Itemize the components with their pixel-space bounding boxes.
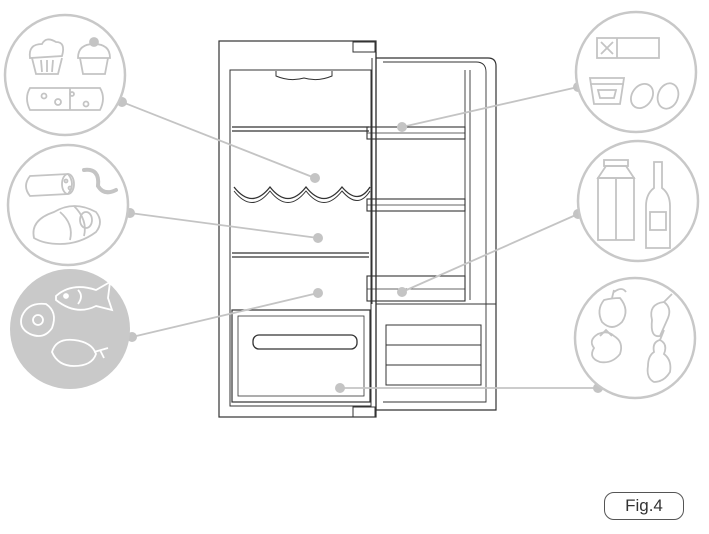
figure-label: Fig.4 bbox=[604, 492, 684, 520]
fridge-door bbox=[366, 52, 497, 411]
carton-bottle-icon bbox=[576, 139, 700, 263]
wine-rack bbox=[233, 185, 371, 200]
meat-fish-poultry-icon bbox=[10, 269, 130, 389]
fridge-cabinet bbox=[218, 40, 377, 418]
sausage-ham-icon bbox=[6, 143, 130, 267]
crisper-drawer bbox=[231, 309, 371, 403]
cabinet-shelves bbox=[232, 126, 371, 258]
leader-lines bbox=[121, 86, 598, 389]
cakes-cheese-icon bbox=[3, 13, 127, 137]
fruit-vegetables-icon bbox=[573, 276, 697, 400]
butter-yogurt-eggs-icon bbox=[574, 10, 698, 134]
